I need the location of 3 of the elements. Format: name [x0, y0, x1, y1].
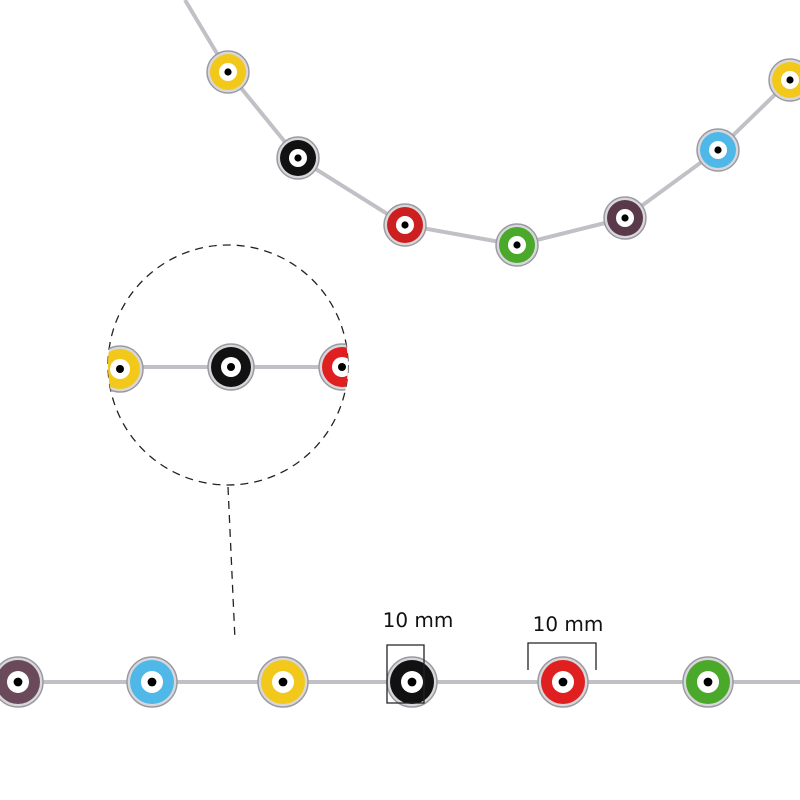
detail-circle: [106, 243, 350, 487]
dimension-label: 10 mm: [382, 608, 454, 632]
dimension-label: 10 mm: [532, 612, 604, 636]
